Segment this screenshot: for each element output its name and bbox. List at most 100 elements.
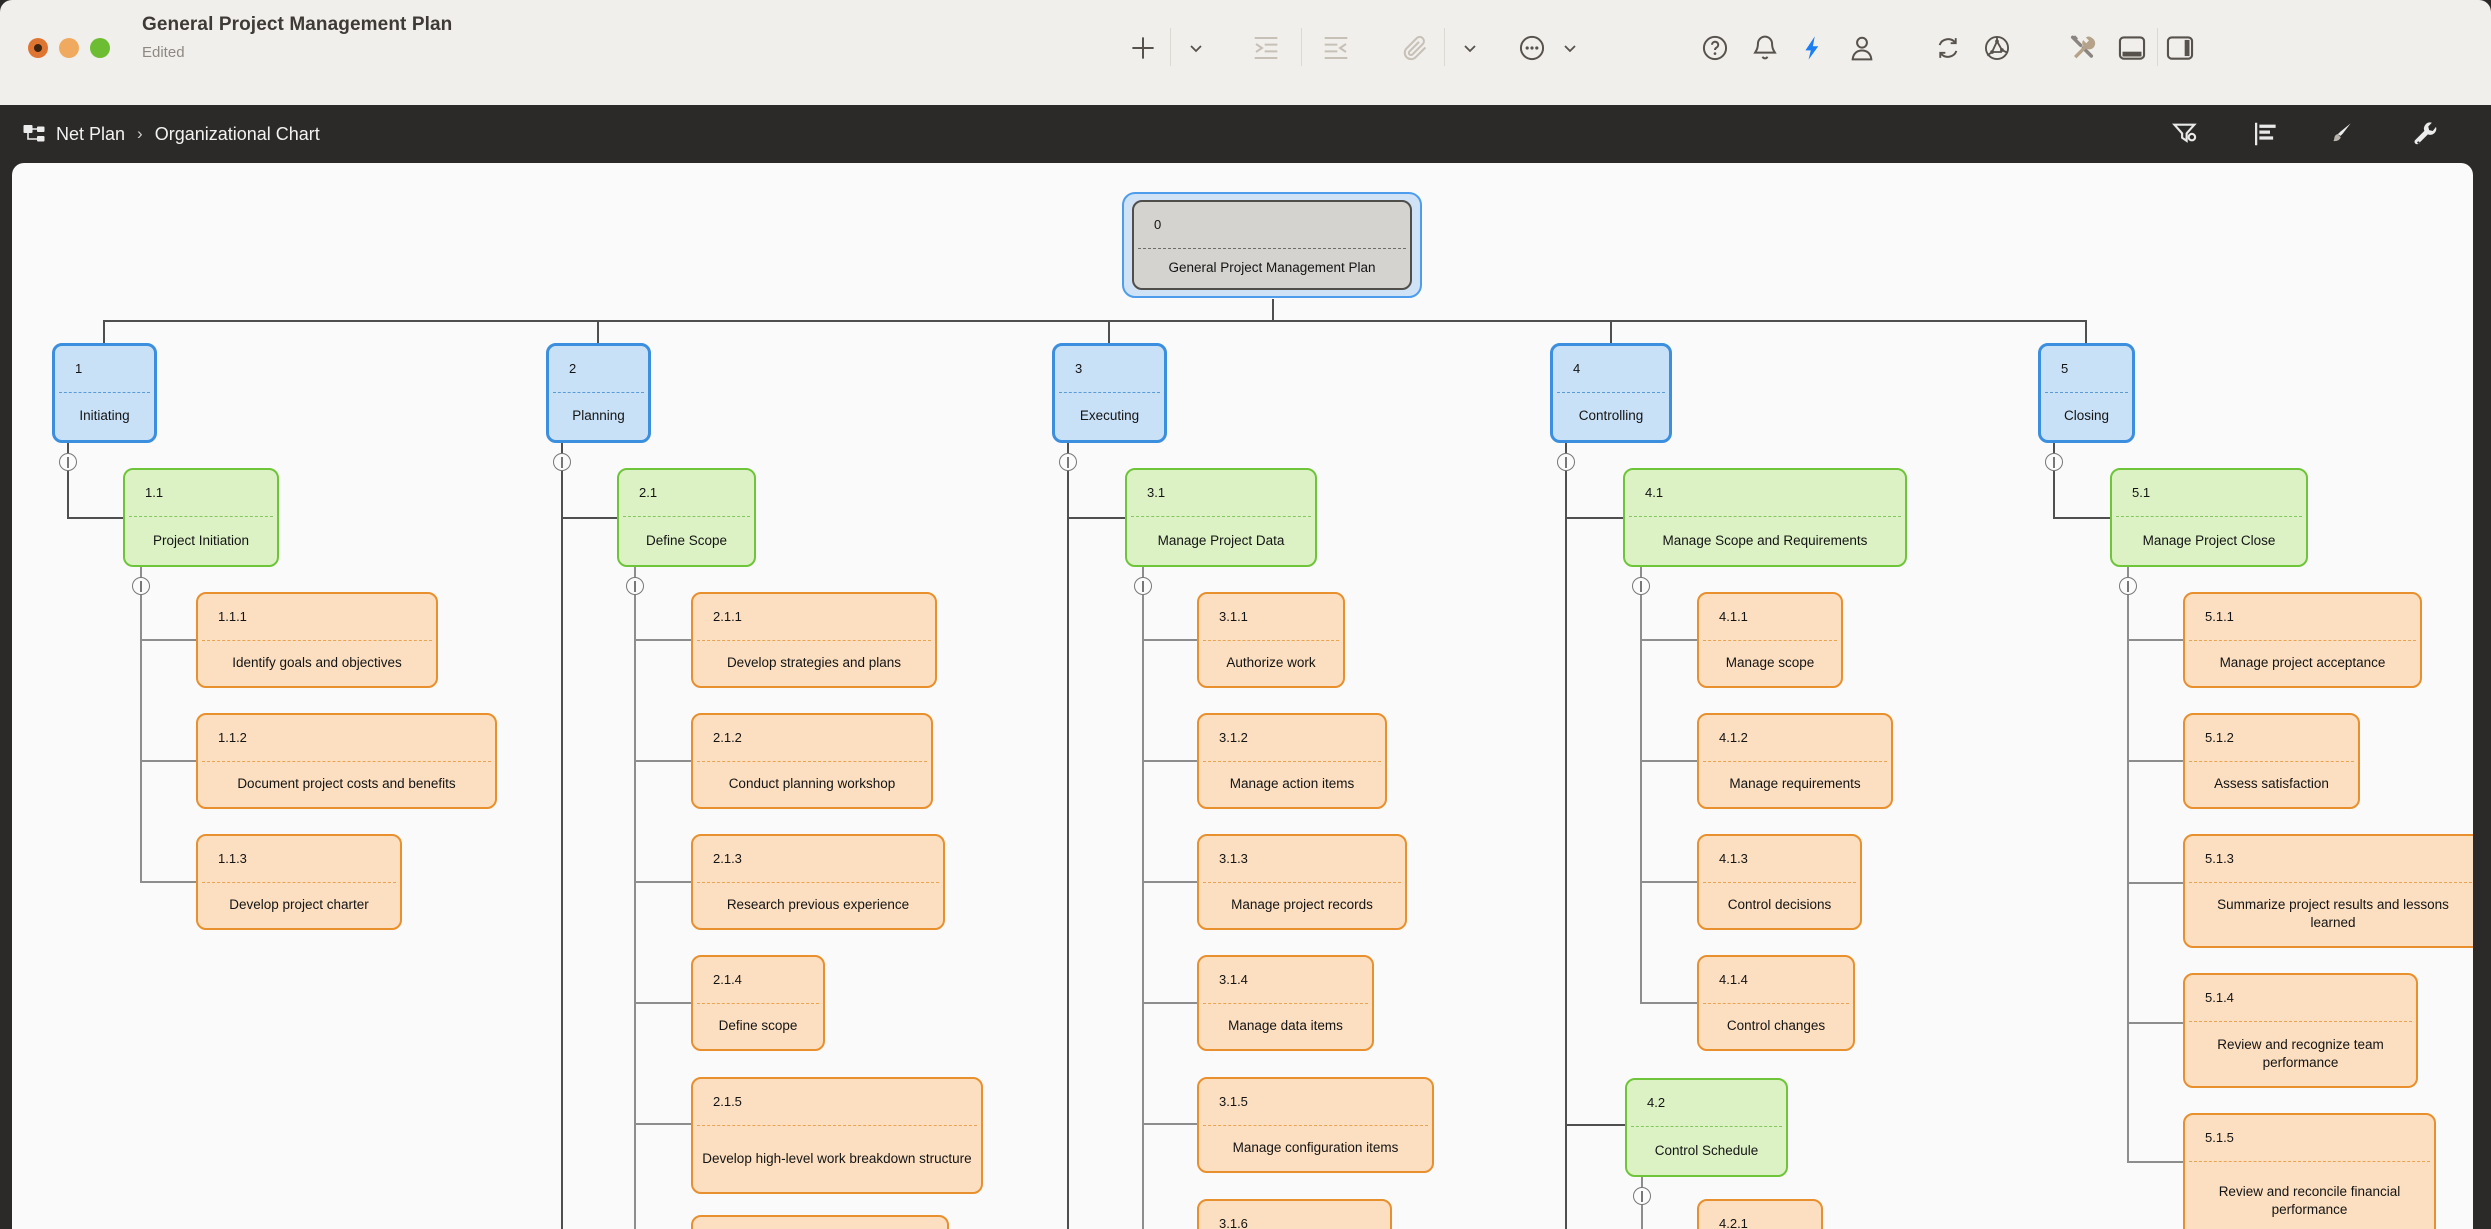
close-window-button[interactable] (28, 38, 48, 58)
right-panel-icon (2163, 31, 2197, 65)
collapse-toggle[interactable] (1632, 577, 1650, 595)
customize-toolbar-button[interactable] (2062, 28, 2102, 68)
node-3-1-6[interactable]: 3.1.6 (1197, 1199, 1392, 1229)
filter-button[interactable] (2165, 114, 2205, 154)
collapse-toggle[interactable] (2045, 453, 2063, 471)
settings-wrench-button[interactable] (2405, 114, 2445, 154)
breadcrumb-page[interactable]: Organizational Chart (154, 123, 320, 144)
connector-line (2127, 595, 2129, 1162)
indent-button[interactable] (1246, 28, 1286, 68)
add-task-button[interactable] (1123, 28, 1163, 68)
node-separator (1131, 516, 1311, 517)
outdent-button[interactable] (1316, 28, 1356, 68)
node-number: 2 (569, 361, 577, 376)
connector-line (1610, 320, 1612, 344)
toggle-bottom-panel-button[interactable] (2112, 28, 2152, 68)
connector-line (103, 320, 2087, 322)
collapse-toggle[interactable] (1059, 453, 1077, 471)
node-separator (2189, 761, 2354, 762)
node-separator (1631, 1126, 1782, 1127)
chevron-down-icon (1462, 40, 1478, 56)
node-number: 2.1.3 (713, 851, 742, 866)
connector-line (140, 881, 196, 883)
style-brush-button[interactable] (2320, 114, 2360, 154)
collapse-toggle[interactable] (1134, 577, 1152, 595)
collapse-toggle[interactable] (59, 453, 77, 471)
node-name: Manage data items (1228, 1018, 1343, 1034)
breadcrumb-root[interactable]: Net Plan (56, 123, 126, 144)
minimize-window-button[interactable] (59, 38, 79, 58)
node-separator (1203, 640, 1339, 641)
node-number: 4.1.4 (1719, 972, 1748, 987)
connector-line (1142, 595, 1144, 1229)
connector-line (2053, 443, 2055, 453)
node-2-1-6[interactable]: 2.1.6 (691, 1215, 949, 1229)
outline-view-button[interactable] (2245, 114, 2285, 154)
publish-network-button[interactable] (1977, 28, 2017, 68)
collapse-toggle[interactable] (626, 577, 644, 595)
toggle-right-panel-button[interactable] (2160, 28, 2200, 68)
attach-menu-button[interactable] (1450, 28, 1490, 68)
collapse-toggle[interactable] (553, 453, 571, 471)
add-task-menu-button[interactable] (1176, 28, 1216, 68)
attach-button[interactable] (1395, 28, 1435, 68)
node-number: 0 (1154, 217, 1162, 232)
maximize-window-button[interactable] (90, 38, 110, 58)
more-actions-button[interactable] (1512, 28, 1552, 68)
help-button[interactable] (1695, 28, 1735, 68)
connector-line (1067, 443, 1069, 453)
connector-line (1641, 1205, 1643, 1229)
node-separator (623, 516, 750, 517)
tools-icon (2066, 32, 2098, 64)
connector-line (1142, 760, 1197, 762)
notifications-button[interactable] (1745, 28, 1785, 68)
collaboration-button[interactable] (1842, 28, 1882, 68)
connector-line (634, 881, 691, 883)
collapse-toggle[interactable] (1633, 1187, 1651, 1205)
sync-button[interactable] (1928, 28, 1968, 68)
quick-actions-button[interactable] (1793, 28, 1833, 68)
more-actions-menu-button[interactable] (1550, 28, 1590, 68)
collapse-toggle[interactable] (2119, 577, 2137, 595)
collapse-toggle[interactable] (1557, 453, 1575, 471)
node-separator (1629, 516, 1901, 517)
node-4-2-1[interactable]: 4.2.1 (1697, 1199, 1823, 1229)
collapse-toggle[interactable] (132, 577, 150, 595)
